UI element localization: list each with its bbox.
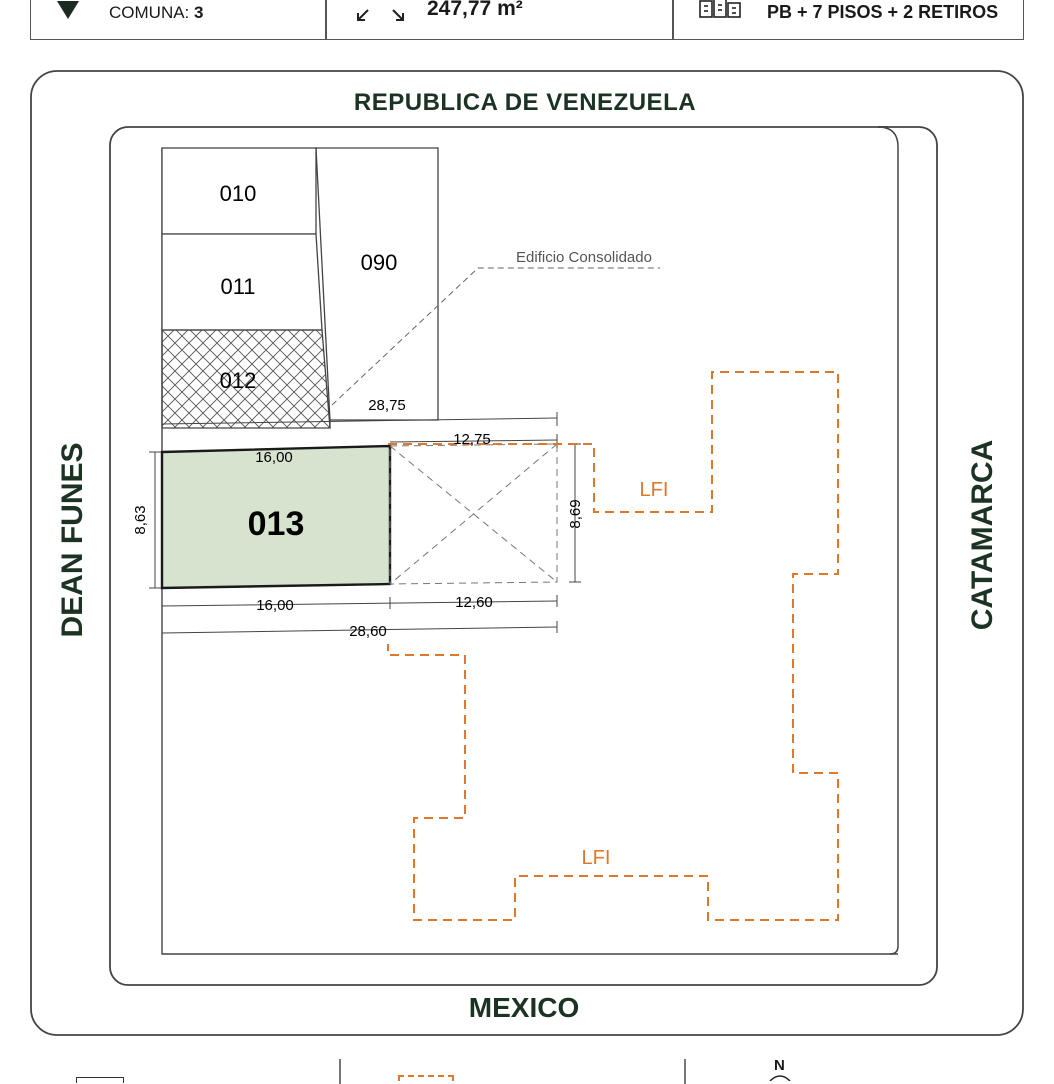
legend-lfi-swatch: [398, 1075, 454, 1081]
legend-parcel-swatch: [76, 1077, 124, 1083]
info-header: COMUNA: 3 247,77 m² PB + 7 PISOS + 2 RET…: [30, 0, 1024, 40]
dimension-label: 28,75: [368, 397, 406, 414]
footer-divider: [684, 1059, 686, 1084]
comuna-label: COMUNA:: [109, 3, 190, 22]
parcel-011-label: 011: [220, 274, 255, 299]
parcel-010-label: 010: [220, 181, 257, 206]
block-outer-frame: [30, 70, 1024, 1036]
location-marker-icon: [57, 1, 79, 19]
header-divider: [672, 0, 674, 39]
comuna-value: 3: [194, 3, 204, 22]
adjacent-parcel-dashed: [389, 443, 558, 585]
parcel-012-label: 012: [220, 368, 257, 393]
block-inner-edge: [877, 126, 899, 955]
street-south: MEXICO: [469, 992, 579, 1023]
dimension-label: 12,75: [453, 431, 491, 448]
lfi-boundary: [387, 371, 839, 921]
parcel-013-label: 013: [248, 505, 305, 543]
dimension-label: 8,63: [132, 505, 149, 534]
parcel-090: [315, 147, 439, 421]
area-value: 247,77 m²: [427, 0, 523, 20]
lfi-label-upper: LFI: [640, 479, 669, 501]
street-north: REPUBLICA DE VENEZUELA: [354, 89, 696, 116]
footer-divider: [339, 1059, 341, 1084]
dimension-label: 28,60: [349, 623, 387, 640]
consolidated-building-label: Edificio Consolidado: [516, 249, 652, 266]
north-label: N: [774, 1057, 785, 1074]
block-inner-frame: [109, 126, 938, 986]
parcel-090-label: 090: [361, 250, 398, 275]
area-arrows-icon: [357, 9, 404, 21]
street-west: DEAN FUNES: [56, 442, 89, 637]
dimension-label: 12,60: [455, 594, 493, 611]
dimension-label: 8,69: [567, 499, 584, 528]
dimension-label: 16,00: [255, 449, 293, 466]
street-east: CATAMARCA: [966, 440, 999, 631]
height-value: PB + 7 PISOS + 2 RETIROS: [767, 2, 999, 22]
parcel-map: Edificio Consolidado 010 011 012 090 013…: [30, 70, 1024, 1036]
dimension-lines: [149, 412, 581, 639]
header-divider: [325, 0, 327, 39]
lfi-label-lower: LFI: [582, 847, 611, 869]
legend-footer: N: [0, 1045, 1054, 1084]
consolidated-building-leader: [331, 267, 660, 406]
dimension-label: 16,00: [256, 597, 294, 614]
building-icon: [699, 0, 741, 18]
